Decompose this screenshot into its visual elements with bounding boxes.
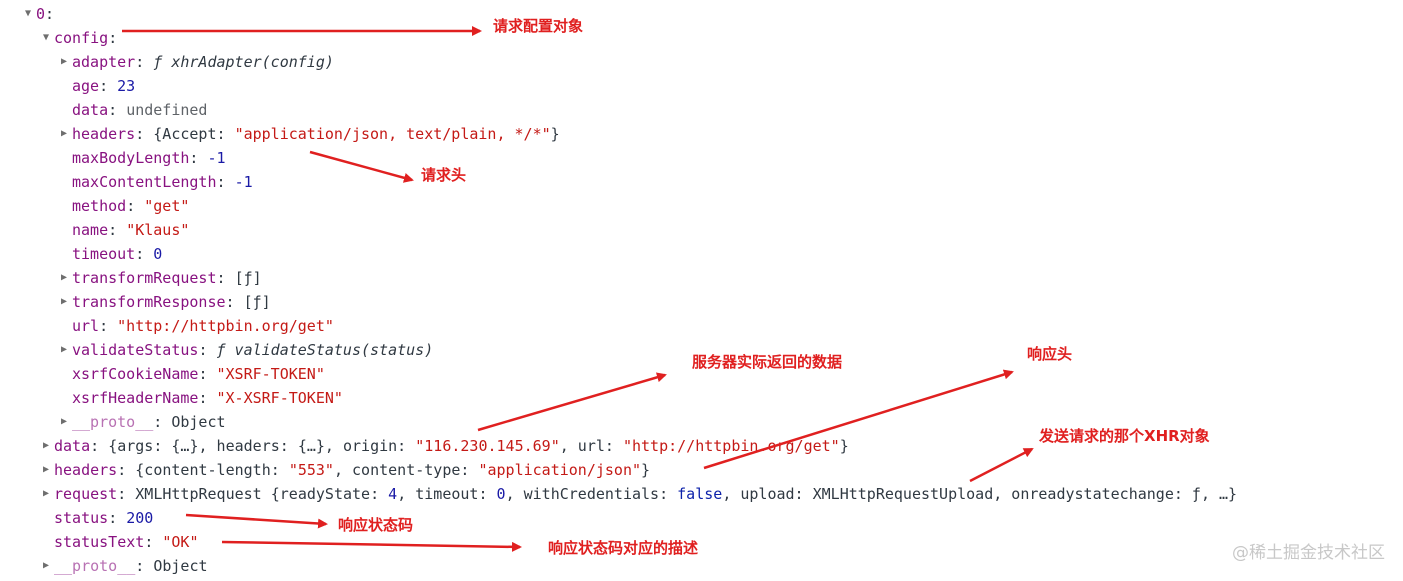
expand-triangle-icon[interactable]: ▼ <box>24 8 32 19</box>
annotation-config: 请求配置对象 <box>493 17 584 35</box>
arrow-status <box>185 513 328 529</box>
tree-row-name: name: "Klaus" <box>72 221 190 239</box>
annotation-response-headers: 响应头 <box>1027 345 1073 363</box>
tree-row-age: age: 23 <box>72 77 136 95</box>
arrow-headers <box>309 150 414 183</box>
expand-triangle-icon[interactable]: ▼ <box>42 32 50 43</box>
property-key: 0 <box>36 5 46 23</box>
tree-row-method: method: "get" <box>72 197 190 215</box>
collapse-triangle-icon[interactable]: ▶ <box>60 416 68 427</box>
tree-row-maxbodylength: maxBodyLength: -1 <box>72 149 226 167</box>
tree-row-maxcontentlength: maxContentLength: -1 <box>72 173 253 191</box>
arrow-statustext <box>221 540 522 552</box>
collapse-triangle-icon[interactable]: ▶ <box>42 464 50 475</box>
tree-row-status: status: 200 <box>54 509 154 527</box>
collapse-triangle-icon[interactable]: ▶ <box>60 296 68 307</box>
annotation-request: 发送请求的那个XHR对象 <box>1039 427 1210 445</box>
arrow-request <box>969 447 1034 483</box>
collapse-triangle-icon[interactable]: ▶ <box>60 128 68 139</box>
tree-row-statustext: statusText: "OK" <box>54 533 199 551</box>
collapse-triangle-icon[interactable]: ▶ <box>60 272 68 283</box>
collapse-triangle-icon[interactable]: ▶ <box>42 560 50 571</box>
arrow-response-headers <box>703 369 1014 470</box>
tree-row-config-data: data: undefined <box>72 101 208 119</box>
property-key: config <box>54 29 109 47</box>
tree-row-url: url: "http://httpbin.org/get" <box>72 317 334 335</box>
collapse-triangle-icon[interactable]: ▶ <box>60 344 68 355</box>
collapse-triangle-icon[interactable]: ▶ <box>60 56 68 67</box>
watermark: @稀土掘金技术社区 <box>1232 543 1385 563</box>
collapse-triangle-icon[interactable]: ▶ <box>42 488 50 499</box>
tree-row-xsrfheadername: xsrfHeaderName: "X-XSRF-TOKEN" <box>72 389 343 407</box>
collapse-triangle-icon[interactable]: ▶ <box>42 440 50 451</box>
annotation-headers: 请求头 <box>421 166 467 184</box>
annotation-statustext: 响应状态码对应的描述 <box>548 539 699 557</box>
annotation-status: 响应状态码 <box>338 516 414 534</box>
arrow-data <box>477 372 667 432</box>
tree-row-timeout: timeout: 0 <box>72 245 163 263</box>
tree-row-xsrfcookiename: xsrfCookieName: "XSRF-TOKEN" <box>72 365 325 383</box>
annotation-data: 服务器实际返回的数据 <box>692 353 843 371</box>
